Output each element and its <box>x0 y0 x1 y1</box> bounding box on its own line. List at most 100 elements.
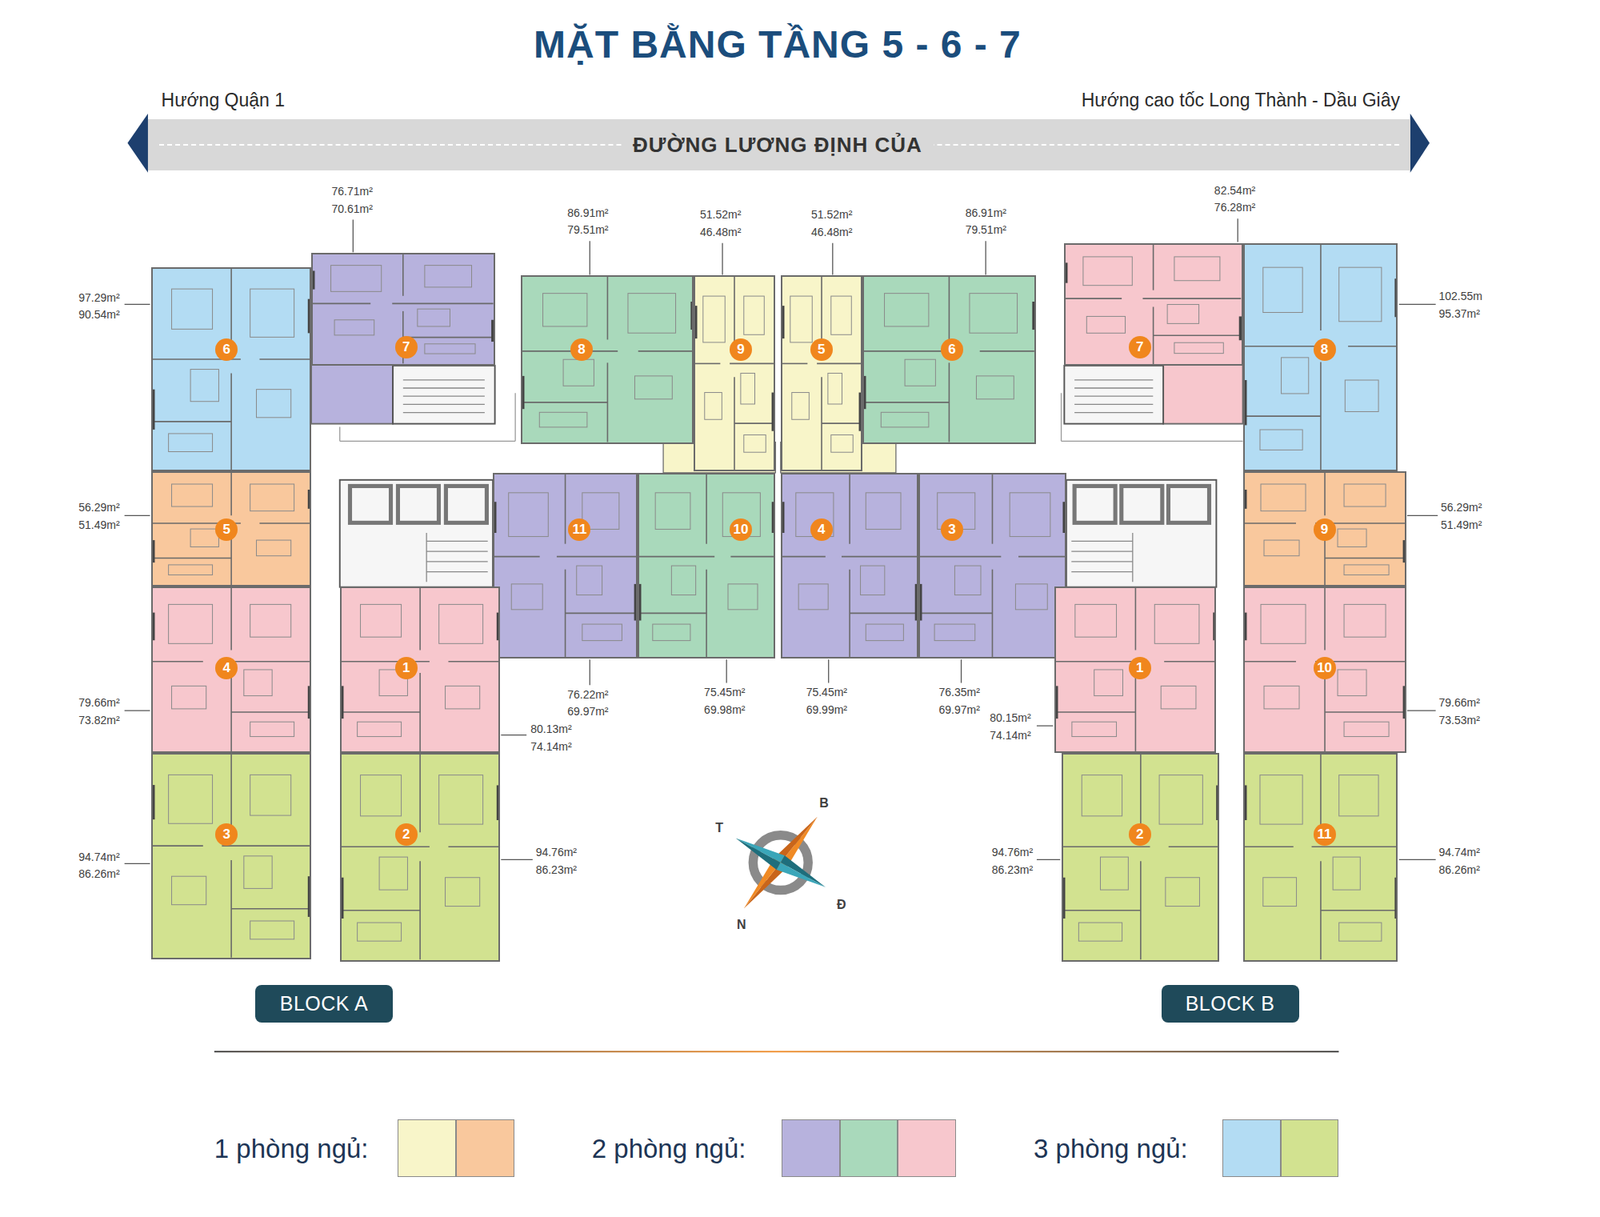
room-walls <box>341 754 499 960</box>
unit-number: 6 <box>215 338 238 361</box>
wall-line <box>920 555 1001 557</box>
wall-line <box>494 555 540 557</box>
furniture <box>880 412 929 428</box>
wall-line <box>1320 909 1397 912</box>
area-label: 69.97m² <box>567 704 608 718</box>
wall-line <box>705 474 708 544</box>
wall-line <box>522 350 618 352</box>
furniture <box>563 360 594 387</box>
window-mark <box>496 785 498 821</box>
furniture <box>1337 669 1367 696</box>
area-label: 74.14m² <box>989 728 1031 742</box>
room-walls <box>782 276 861 470</box>
wall-line <box>1164 660 1216 663</box>
furniture <box>728 583 758 609</box>
furniture <box>249 920 294 940</box>
area-label: 82.54m² <box>1214 184 1256 197</box>
apartment-unit: 3 <box>151 752 312 960</box>
furniture <box>1344 380 1379 412</box>
wall-line <box>259 523 310 525</box>
furniture <box>249 288 294 337</box>
compass-letter: N <box>736 917 747 932</box>
unit-number: 11 <box>568 518 591 541</box>
area-label: 79.66m² <box>1438 696 1480 709</box>
window-mark <box>308 686 310 720</box>
area-label: 86.91m² <box>965 206 1007 220</box>
furniture <box>244 669 272 696</box>
furniture <box>865 492 901 529</box>
furniture <box>1160 686 1196 710</box>
furniture <box>1344 604 1386 638</box>
road-band: ĐƯỜNG LƯƠNG ĐỊNH CỦA <box>148 119 1411 171</box>
legend-swatch <box>397 1119 456 1176</box>
furniture <box>1078 922 1122 941</box>
unit-number: 1 <box>395 656 418 680</box>
furniture <box>438 604 483 644</box>
furniture <box>744 296 764 335</box>
wall-line <box>1244 846 1294 848</box>
apartment-unit: 9 <box>693 275 776 472</box>
furniture <box>334 320 375 336</box>
wall-line <box>980 350 1035 352</box>
unit-number: 1 <box>1128 656 1152 680</box>
wall-line <box>556 555 636 557</box>
apartment-unit: 1 <box>340 586 500 753</box>
wall-line <box>152 660 204 663</box>
apartment-unit: 5 <box>151 471 312 587</box>
elevator-core <box>340 480 1217 588</box>
apartment-unit: 11 <box>1243 752 1399 961</box>
furniture <box>1338 922 1381 941</box>
furniture <box>1344 484 1386 507</box>
furniture <box>1071 722 1116 737</box>
window-mark <box>858 392 860 432</box>
area-label: 80.15m² <box>989 711 1031 724</box>
area-label: 76.71m² <box>332 184 373 198</box>
furniture <box>1081 775 1122 816</box>
window-mark <box>491 320 493 342</box>
window-mark <box>1062 501 1064 533</box>
compass-letter: T <box>715 820 724 836</box>
furniture <box>508 492 549 536</box>
window-mark <box>308 489 310 509</box>
wall-line <box>230 268 232 345</box>
stair-core <box>392 365 1164 424</box>
furniture <box>652 624 691 641</box>
legend-swatch <box>897 1119 956 1176</box>
wall-line <box>1063 909 1141 912</box>
furniture <box>798 583 828 609</box>
furniture <box>860 565 884 596</box>
window-mark <box>1244 785 1248 821</box>
apartment-unit: 8 <box>1243 243 1399 472</box>
wall-line <box>639 555 715 557</box>
window-mark <box>1402 686 1404 720</box>
furniture <box>256 540 291 556</box>
wall-line <box>448 846 499 848</box>
window-mark <box>782 306 785 340</box>
furniture <box>831 435 853 453</box>
area-label: 79.51m² <box>965 223 1007 236</box>
wall-line <box>734 423 774 425</box>
unit-extension <box>1163 363 1243 424</box>
wall-line <box>1244 415 1321 417</box>
wall-line <box>522 401 608 404</box>
wall-line <box>729 363 774 365</box>
unit-number: 9 <box>1313 518 1336 541</box>
wall-line <box>1168 846 1218 848</box>
furniture <box>424 265 472 288</box>
separator-line <box>214 1050 1340 1052</box>
area-label: 76.35m² <box>938 685 980 699</box>
unit-number: 2 <box>395 823 418 846</box>
wall-line <box>419 588 421 650</box>
furniture <box>331 265 382 292</box>
unit-number: 5 <box>215 518 238 541</box>
unit-number: 2 <box>1128 823 1152 846</box>
furniture <box>655 492 691 529</box>
wall-line <box>1324 472 1326 516</box>
legend-text: 2 phòng ngủ: <box>592 1133 747 1164</box>
direction-label: Hướng cao tốc Long Thành - Dầu Giây <box>1081 89 1400 111</box>
unit-number: 3 <box>940 518 964 541</box>
window-mark <box>152 612 156 641</box>
room-walls <box>152 754 310 958</box>
window-mark <box>1056 686 1059 720</box>
unit-number: 11 <box>1313 823 1336 846</box>
